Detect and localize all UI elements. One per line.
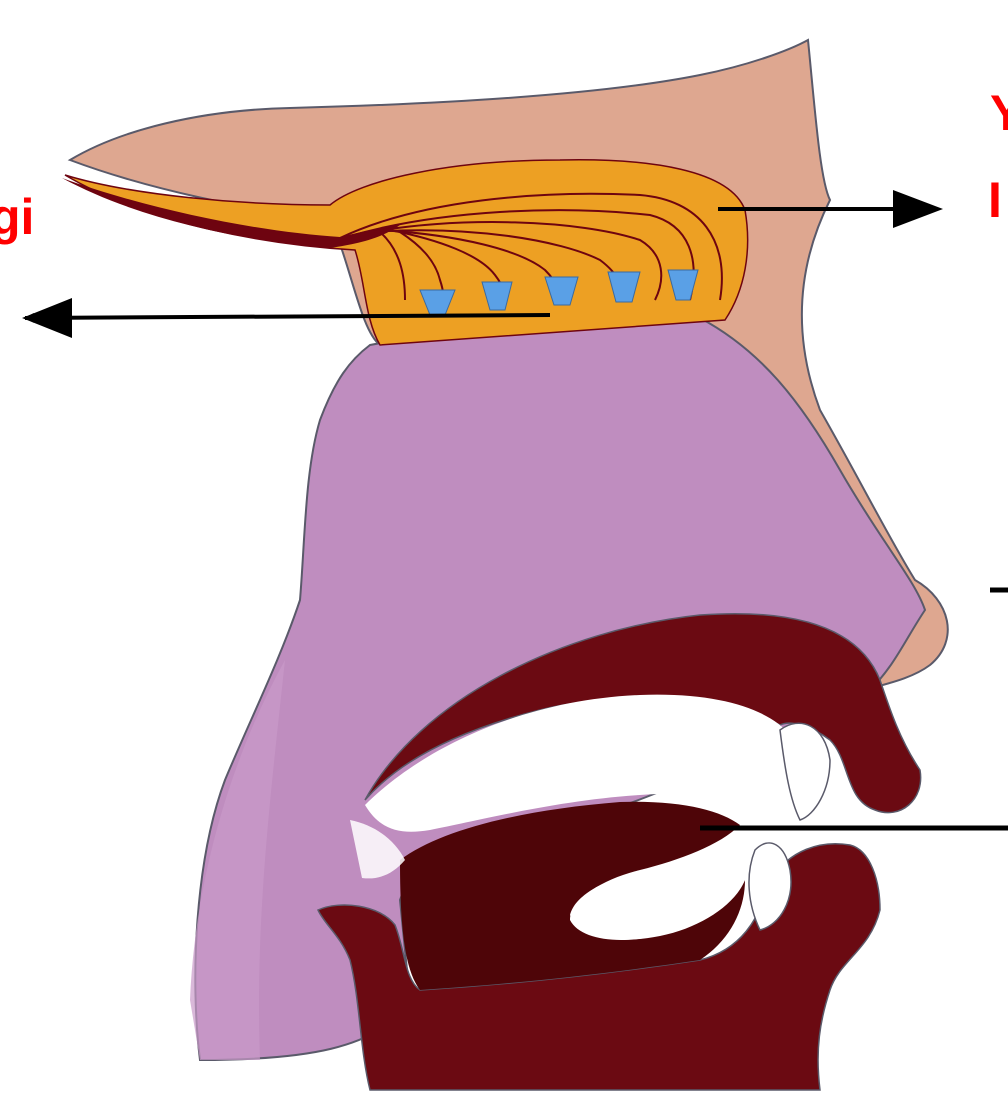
label-left-partial: gi	[0, 192, 34, 242]
label-right-partial-line2: I	[988, 175, 1002, 225]
arrow-left-head	[22, 298, 72, 338]
arrow-right-head	[893, 190, 943, 228]
label-right-partial-line1: Y	[990, 88, 1008, 138]
upper-teeth	[780, 723, 830, 820]
